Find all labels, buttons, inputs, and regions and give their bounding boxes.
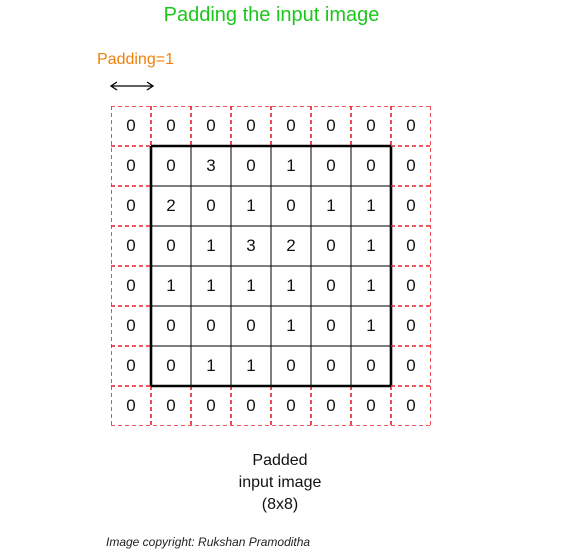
- grid-cell-r5-c3: 0: [246, 316, 256, 335]
- grid-cell-r2-c6: 1: [366, 196, 376, 215]
- grid-cell-r0-c5: 0: [326, 116, 336, 135]
- grid-cell-r0-c4: 0: [286, 116, 296, 135]
- grid-cell-r7-c2: 0: [206, 396, 216, 415]
- grid-cell-r0-c6: 0: [366, 116, 376, 135]
- grid-cell-r1-c7: 0: [406, 156, 416, 175]
- grid-cell-r1-c0: 0: [126, 156, 136, 175]
- grid-cell-r5-c0: 0: [126, 316, 136, 335]
- grid-cell-r0-c3: 0: [246, 116, 256, 135]
- caption-line-3: (8x8): [261, 496, 299, 513]
- grid-cell-r1-c6: 0: [366, 156, 376, 175]
- grid-caption: Padded input image (8x8): [180, 450, 380, 516]
- copyright-note: Image copyright: Rukshan Pramoditha: [106, 535, 311, 549]
- grid-cell-r4-c1: 1: [166, 276, 176, 295]
- grid-cell-r6-c4: 0: [286, 356, 296, 375]
- grid-cell-r7-c7: 0: [406, 396, 416, 415]
- grid-cell-r1-c2: 3: [206, 156, 216, 175]
- grid-cell-r5-c7: 0: [406, 316, 416, 335]
- grid-cell-r2-c5: 1: [326, 196, 336, 215]
- grid-cell-r3-c4: 2: [286, 236, 296, 255]
- grid-cell-r2-c2: 0: [206, 196, 216, 215]
- grid-cell-r5-c2: 0: [206, 316, 216, 335]
- grid-cell-r0-c7: 0: [406, 116, 416, 135]
- grid-cell-r3-c1: 0: [166, 236, 176, 255]
- grid-cell-r2-c7: 0: [406, 196, 416, 215]
- padding-label: Padding=1: [97, 51, 174, 68]
- grid-cell-r0-c2: 0: [206, 116, 216, 135]
- grid-cell-r1-c3: 0: [246, 156, 256, 175]
- grid-lines: [111, 106, 431, 426]
- grid-cell-r2-c3: 1: [246, 196, 256, 215]
- grid-cell-r0-c0: 0: [126, 116, 136, 135]
- grid-cell-r6-c0: 0: [126, 356, 136, 375]
- grid-cell-r3-c6: 1: [366, 236, 376, 255]
- grid-cell-r4-c3: 1: [246, 276, 256, 295]
- padding-width-arrow-icon: [109, 81, 155, 91]
- grid-cell-r3-c3: 3: [246, 236, 256, 255]
- grid-cell-r2-c4: 0: [286, 196, 296, 215]
- grid-cell-r4-c6: 1: [366, 276, 376, 295]
- grid-cell-r3-c2: 1: [206, 236, 216, 255]
- padded-input-grid: 0 0 0 0 0 0 0 0 0 0 3 0 1 0 0 0 0 2 0 1 0 1 1 0 0 0 1 3 2 0 1 0 0 1 1 1 1 0 1 0…: [111, 106, 431, 426]
- grid-cell-r3-c0: 0: [126, 236, 136, 255]
- grid-cell-r6-c6: 0: [366, 356, 376, 375]
- grid-cell-r5-c5: 0: [326, 316, 336, 335]
- grid-cell-r5-c4: 1: [286, 316, 296, 335]
- grid-cell-r6-c2: 1: [206, 356, 216, 375]
- grid-cell-r4-c7: 0: [406, 276, 416, 295]
- grid-cell-r5-c6: 1: [366, 316, 376, 335]
- grid-cell-r2-c1: 2: [166, 196, 176, 215]
- grid-cell-r6-c1: 0: [166, 356, 176, 375]
- grid-cell-r1-c5: 0: [326, 156, 336, 175]
- grid-cell-r6-c3: 1: [246, 356, 256, 375]
- grid-cell-r6-c7: 0: [406, 356, 416, 375]
- grid-cell-r0-c1: 0: [166, 116, 176, 135]
- grid-cell-r7-c0: 0: [126, 396, 136, 415]
- grid-cell-r7-c1: 0: [166, 396, 176, 415]
- grid-cell-r4-c4: 1: [286, 276, 296, 295]
- grid-cell-r7-c6: 0: [366, 396, 376, 415]
- grid-cell-r6-c5: 0: [326, 356, 336, 375]
- grid-cell-r3-c7: 0: [406, 236, 416, 255]
- grid-cell-r7-c5: 0: [326, 396, 336, 415]
- grid-cell-r4-c5: 0: [326, 276, 336, 295]
- grid-cell-r1-c1: 0: [166, 156, 176, 175]
- grid-cell-r4-c2: 1: [206, 276, 216, 295]
- grid-cell-r5-c1: 0: [166, 316, 176, 335]
- caption-line-2: input image: [238, 474, 322, 491]
- grid-cell-r1-c4: 1: [286, 156, 296, 175]
- grid-cell-r3-c5: 0: [326, 236, 336, 255]
- caption-line-1: Padded: [252, 452, 308, 469]
- grid-cell-r7-c3: 0: [246, 396, 256, 415]
- grid-cell-r2-c0: 0: [126, 196, 136, 215]
- diagram-title: Padding the input image: [163, 4, 380, 26]
- grid-cell-r7-c4: 0: [286, 396, 296, 415]
- grid-cell-r4-c0: 0: [126, 276, 136, 295]
